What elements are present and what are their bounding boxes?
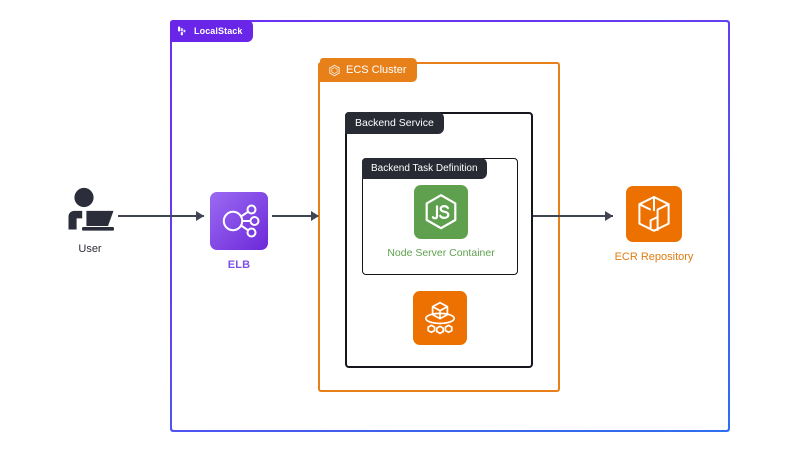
ecs-cluster-label-tab[interactable]: ECS Cluster xyxy=(320,58,417,82)
localstack-logo-icon xyxy=(178,26,186,36)
node-user[interactable]: User xyxy=(50,186,130,255)
backend-task-definition-label-text: Backend Task Definition xyxy=(371,163,478,174)
ecr-repository-icon xyxy=(626,186,682,242)
node-elb[interactable]: ELB xyxy=(207,192,271,271)
backend-service-label-tab[interactable]: Backend Service xyxy=(345,112,444,134)
backend-task-definition-label-tab[interactable]: Backend Task Definition xyxy=(362,158,487,179)
node-node-server-container[interactable]: Node Server Container xyxy=(387,185,495,260)
node-elb-label: ELB xyxy=(227,259,251,271)
elastic-load-balancer-icon xyxy=(210,192,268,250)
node-ecr-repository[interactable]: ECR Repository xyxy=(614,186,694,263)
ecs-hexagon-icon xyxy=(329,64,340,76)
ecs-task-container-icon xyxy=(413,291,467,345)
localstack-badge[interactable]: LocalStack xyxy=(170,20,253,42)
ecs-cluster-box xyxy=(318,62,560,392)
node-ecs-task[interactable] xyxy=(413,291,467,350)
nodejs-icon xyxy=(414,185,468,239)
connector-user-to-elb-arrowhead xyxy=(196,211,204,221)
connector-elb-to-ecs-cluster xyxy=(272,215,318,217)
localstack-label: LocalStack xyxy=(194,26,243,36)
backend-service-label-text: Backend Service xyxy=(355,117,434,129)
user-at-laptop-icon xyxy=(68,187,114,231)
connector-backend-service-to-ecr-arrowhead xyxy=(605,211,613,221)
connector-elb-to-ecs-cluster-arrowhead xyxy=(311,211,319,221)
node-node-server-container-label: Node Server Container xyxy=(387,247,495,259)
ecs-cluster-label-text: ECS Cluster xyxy=(346,64,407,76)
node-ecr-repository-label: ECR Repository xyxy=(614,251,694,263)
connector-user-to-elb xyxy=(118,215,204,217)
connector-backend-service-to-ecr xyxy=(533,215,613,217)
node-user-label: User xyxy=(78,243,102,255)
